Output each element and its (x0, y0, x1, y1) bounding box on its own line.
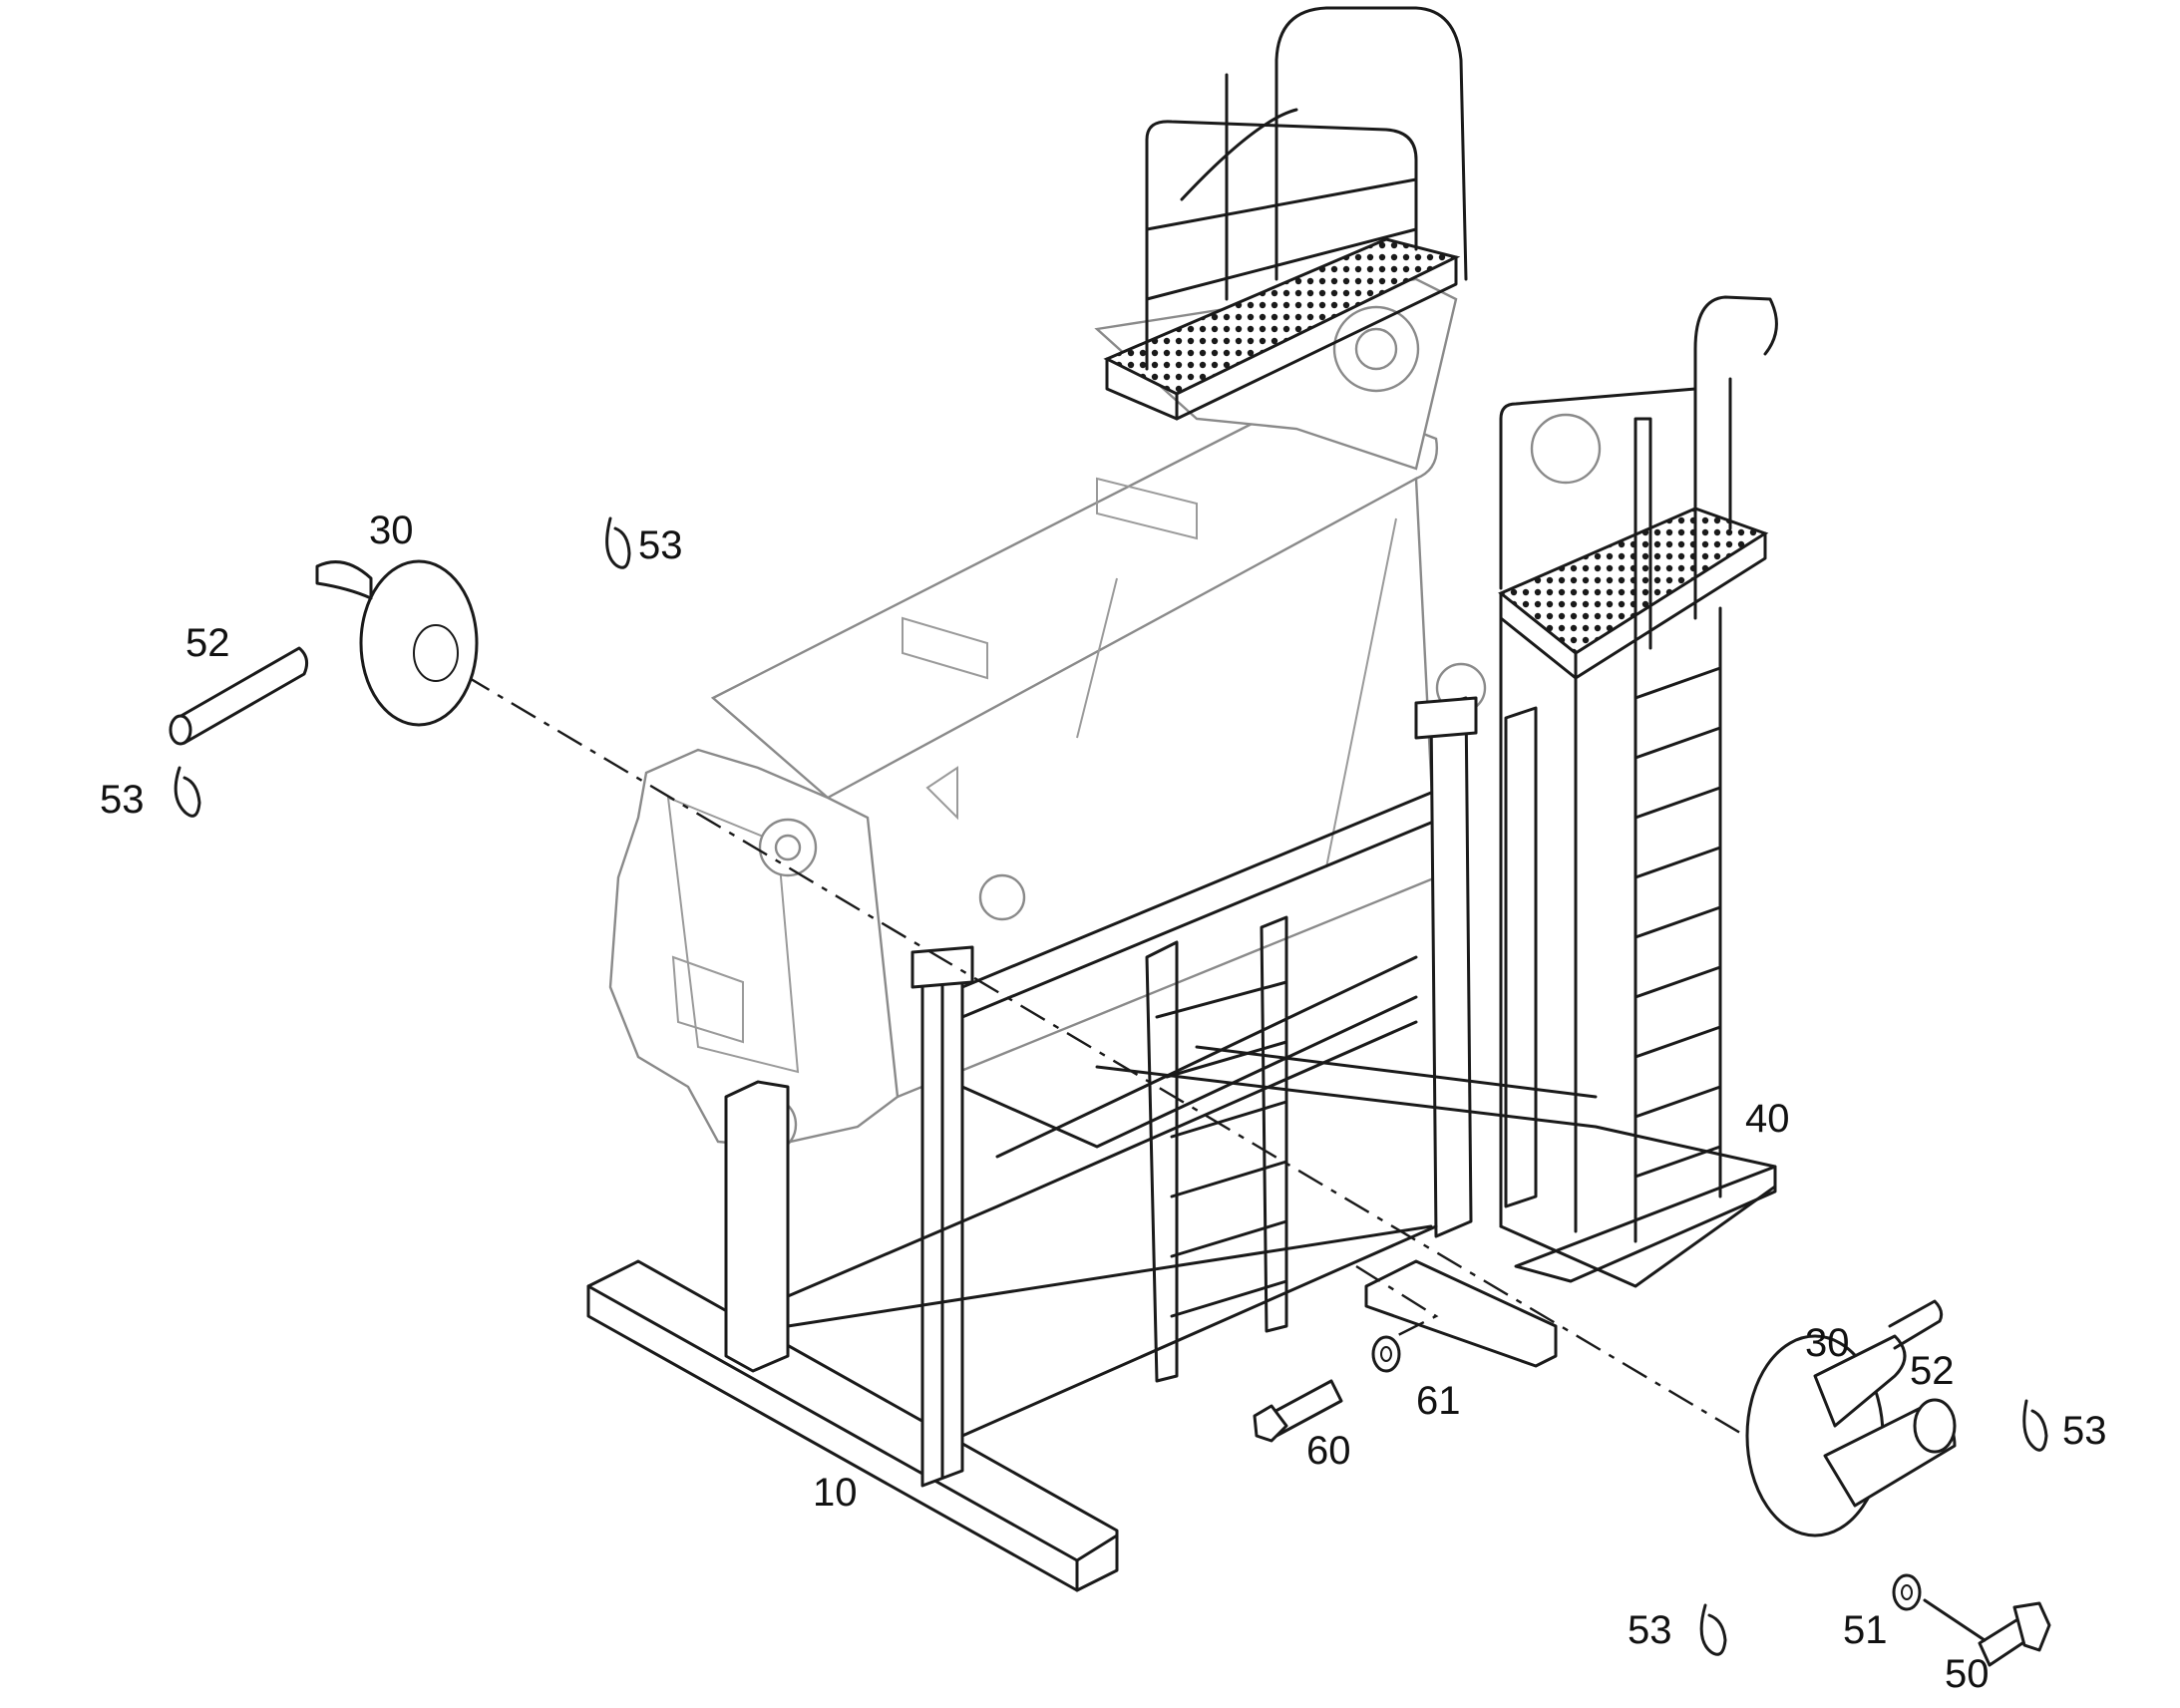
callout-53-left: 53 (100, 778, 145, 822)
callout-52-right: 52 (1910, 1349, 1955, 1393)
bolt-axis-line (1355, 1264, 1439, 1343)
callout-10: 10 (813, 1471, 858, 1515)
left-clip-53 (174, 766, 201, 818)
boom-stand-frame (586, 696, 1777, 1592)
right-clip-53 (2022, 1399, 2048, 1452)
bottom-clip-53 (1699, 1603, 1727, 1656)
callout-51: 51 (1843, 1608, 1888, 1652)
callout-30-left: 30 (369, 509, 414, 552)
callout-53-top: 53 (638, 523, 683, 567)
callout-40: 40 (1745, 1097, 1790, 1141)
callout-labels: 30 53 52 53 40 30 52 53 61 60 10 53 51 5… (100, 509, 2107, 1696)
bolt-50 (1923, 1598, 2051, 1667)
washer-61 (1371, 1335, 1401, 1373)
callout-60: 60 (1306, 1429, 1351, 1473)
left-pin-plate-30 (315, 559, 479, 727)
callout-61: 61 (1416, 1379, 1461, 1423)
left-pin-52 (169, 646, 309, 746)
callout-50: 50 (1945, 1652, 1990, 1696)
pin-axis-line (418, 646, 1746, 1438)
boom-section (608, 277, 1602, 1155)
top-clip-53 (605, 516, 631, 569)
callout-53-bottom: 53 (1628, 1608, 1672, 1652)
washer-51 (1892, 1573, 1922, 1611)
callout-52-left: 52 (185, 621, 230, 665)
platform-ladder-assembly (1103, 6, 1778, 1288)
right-pin-52 (1823, 1299, 1957, 1508)
callout-30-right: 30 (1805, 1321, 1850, 1365)
callout-53-right: 53 (2062, 1409, 2107, 1453)
bolt-60 (1253, 1379, 1343, 1443)
